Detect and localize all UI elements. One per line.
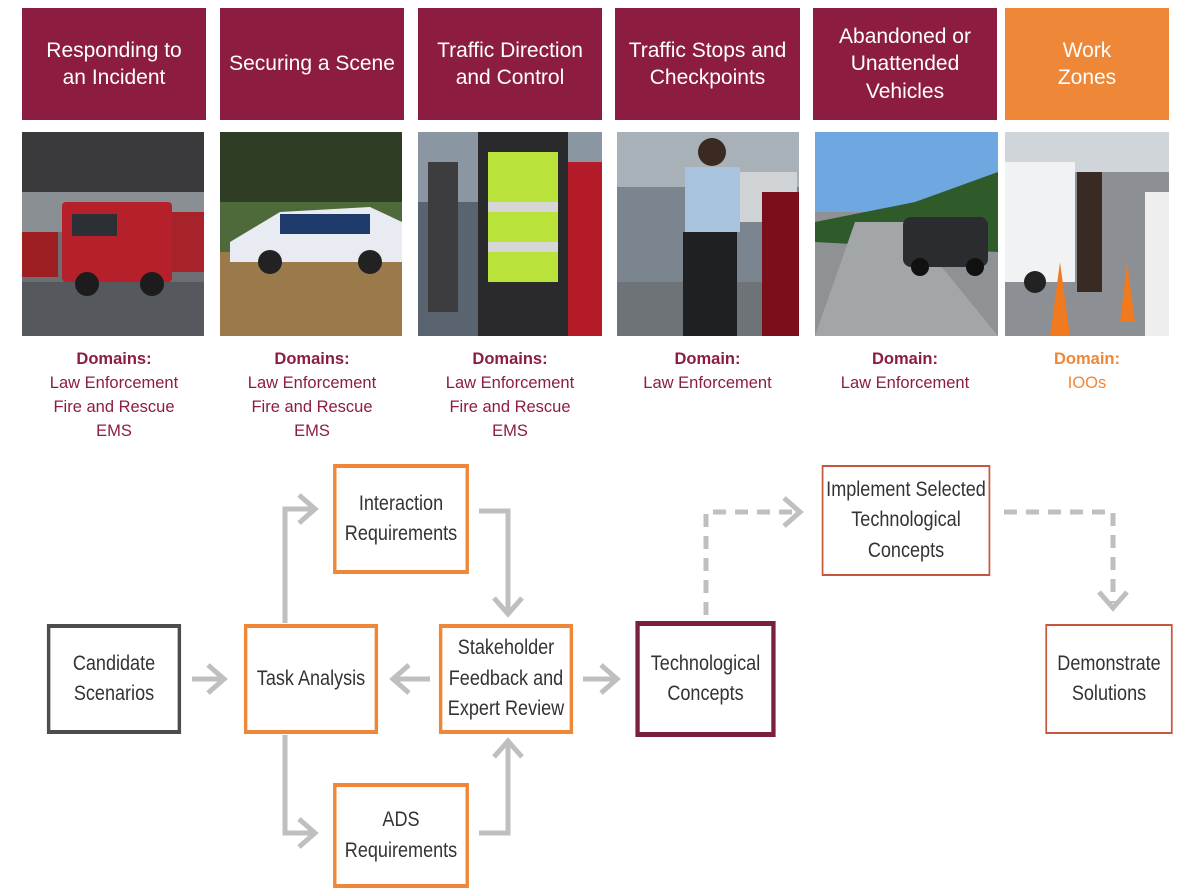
domains-work-zones: Domain: IOOs: [1005, 348, 1169, 396]
domain-item: Fire and Rescue: [449, 397, 571, 416]
header-abandoned-vehicles: Abandoned or Unattended Vehicles: [813, 8, 997, 120]
domain-item: Fire and Rescue: [251, 397, 373, 416]
domain-label: Domains:: [76, 350, 152, 368]
work-zone-photo: [1005, 132, 1169, 336]
header-work-zones: Work Zones: [1005, 8, 1169, 120]
domains-traffic-direction: Domains: Law Enforcement Fire and Rescue…: [418, 348, 602, 444]
domain-label: Domain:: [1054, 350, 1120, 368]
domains-securing: Domains: Law Enforcement Fire and Rescue…: [220, 348, 404, 444]
domain-item: EMS: [492, 421, 528, 440]
stakeholder-feedback-box: Stakeholder Feedback and Expert Review: [438, 624, 574, 734]
arrow-task-to-ads: [282, 735, 312, 836]
task-analysis-box: Task Analysis: [243, 624, 379, 734]
arrow-implement-to-demonstrate: [1004, 509, 1116, 603]
domain-item: IOOs: [1067, 373, 1107, 392]
ads-requirements-box: ADS Requirements: [333, 783, 469, 888]
interaction-requirements-box: Interaction Requirements: [333, 464, 469, 574]
arrow-interaction-to-stakeholder: [479, 508, 511, 611]
implement-selected-box: Implement Selected Technological Concept…: [821, 465, 991, 576]
arrow-ads-to-stakeholder: [479, 744, 511, 836]
domains-abandoned: Domain: Law Enforcement: [813, 348, 997, 396]
technological-concepts-box: Technological Concepts: [635, 621, 776, 737]
domain-label: Domains:: [472, 350, 548, 368]
candidate-scenarios-box: Candidate Scenarios: [46, 624, 182, 734]
domain-item: EMS: [294, 421, 330, 440]
traffic-stop-photo: [617, 132, 799, 336]
arrow-task-to-interaction: [282, 506, 312, 623]
domain-item: Law Enforcement: [247, 373, 377, 392]
header-traffic-stops: Traffic Stops and Checkpoints: [615, 8, 800, 120]
domains-responding: Domains: Law Enforcement Fire and Rescue…: [22, 348, 206, 444]
domain-item: EMS: [96, 421, 132, 440]
domain-item: Law Enforcement: [840, 373, 970, 392]
domain-label: Domain:: [674, 350, 741, 368]
domain-label: Domains:: [274, 350, 350, 368]
header-responding-to-incident: Responding to an Incident: [22, 8, 206, 120]
arrowhead: [206, 663, 228, 695]
arrowhead: [782, 496, 804, 528]
domain-item: Law Enforcement: [445, 373, 575, 392]
arrowhead: [297, 817, 319, 849]
arrowhead: [1097, 590, 1129, 612]
domain-item: Law Enforcement: [643, 373, 772, 392]
arrowhead: [389, 663, 411, 695]
arrowhead: [492, 737, 524, 759]
abandoned-vehicle-photo: [815, 132, 998, 336]
arrow-tech-to-implement: [703, 509, 795, 615]
demonstrate-solutions-box: Demonstrate Solutions: [1045, 624, 1173, 734]
domain-label: Domain:: [872, 350, 938, 368]
domain-item: Law Enforcement: [49, 373, 179, 392]
police-car-photo: [220, 132, 402, 336]
arrowhead: [599, 663, 621, 695]
domains-traffic-stops: Domain: Law Enforcement: [615, 348, 800, 396]
header-traffic-direction: Traffic Direction and Control: [418, 8, 602, 120]
header-securing-a-scene: Securing a Scene: [220, 8, 404, 120]
traffic-officer-photo: [418, 132, 602, 336]
domain-item: Fire and Rescue: [53, 397, 175, 416]
arrowhead: [297, 493, 319, 525]
arrowhead: [492, 596, 524, 618]
fire-truck-photo: [22, 132, 204, 336]
